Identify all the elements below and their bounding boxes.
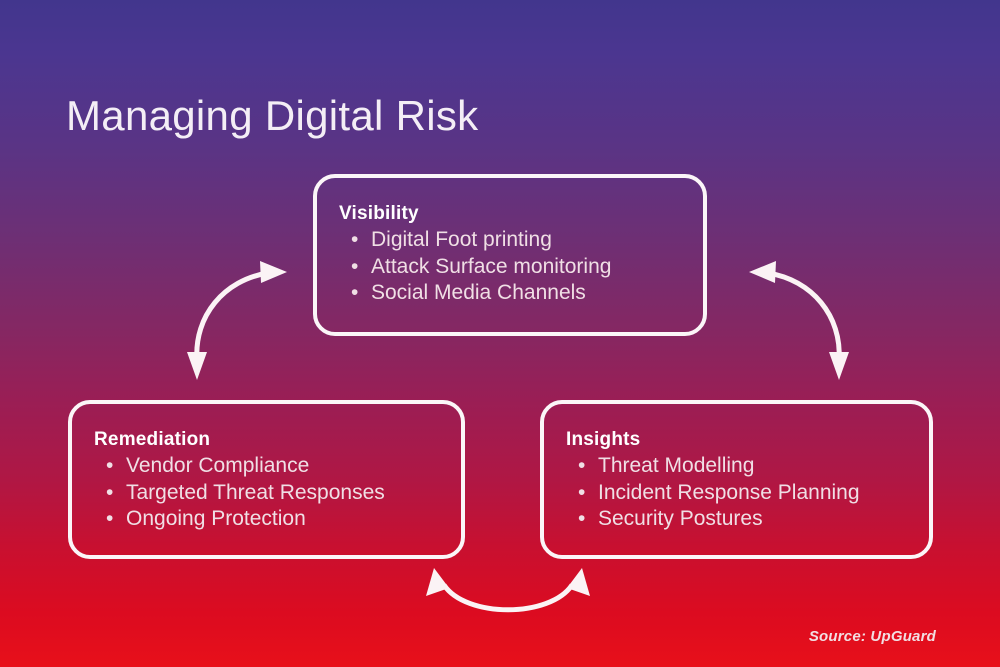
- bullet-icon: •: [106, 480, 114, 504]
- list-item-label: Social Media Channels: [371, 281, 586, 305]
- card-visibility-list: • Digital Foot printing • Attack Surface m…: [339, 227, 681, 307]
- list-item: • Threat Modelling: [566, 453, 907, 480]
- list-item-label: Targeted Threat Responses: [126, 480, 385, 504]
- list-item-label: Vendor Compliance: [126, 453, 310, 477]
- list-item: • Ongoing Protection: [94, 506, 439, 533]
- list-item-label: Threat Modelling: [598, 453, 755, 477]
- card-remediation-heading: Remediation: [94, 429, 211, 450]
- card-visibility-heading: Visibility: [339, 203, 419, 224]
- list-item: • Targeted Threat Responses: [94, 480, 439, 507]
- card-insights: Insights • Threat Modelling • Incident Res…: [540, 400, 933, 559]
- list-item: • Digital Foot printing: [339, 227, 681, 254]
- list-item: • Vendor Compliance: [94, 453, 439, 480]
- list-item: • Social Media Channels: [339, 280, 681, 307]
- list-item: • Attack Surface monitoring: [339, 254, 681, 281]
- list-item-label: Incident Response Planning: [598, 480, 860, 504]
- card-insights-heading: Insights: [566, 429, 641, 450]
- list-item-label: Ongoing Protection: [126, 507, 306, 531]
- bullet-icon: •: [351, 254, 359, 278]
- bullet-icon: •: [351, 227, 359, 251]
- bullet-icon: •: [106, 453, 114, 477]
- card-visibility: Visibility • Digital Foot printing • Attac…: [313, 174, 707, 336]
- list-item: • Incident Response Planning: [566, 480, 907, 507]
- curved-double-arrow-bottom-icon: [426, 568, 590, 613]
- list-item: • Security Postures: [566, 506, 907, 533]
- curved-double-arrow-left-icon: [187, 261, 287, 380]
- list-item-label: Digital Foot printing: [371, 227, 552, 251]
- bullet-icon: •: [351, 281, 359, 305]
- bullet-icon: •: [578, 453, 586, 477]
- page-title: Managing Digital Risk: [66, 92, 479, 140]
- list-item-label: Attack Surface monitoring: [371, 254, 612, 278]
- source-attribution: Source: UpGuard: [808, 628, 936, 645]
- list-item-label: Security Postures: [598, 507, 763, 531]
- bullet-icon: •: [578, 507, 586, 531]
- card-remediation: Remediation • Vendor Compliance • Targeted…: [68, 400, 465, 559]
- curved-double-arrow-right-icon: [749, 261, 849, 380]
- card-insights-list: • Threat Modelling • Incident Response Pla…: [566, 453, 907, 533]
- bullet-icon: •: [106, 507, 114, 531]
- bullet-icon: •: [578, 480, 586, 504]
- card-remediation-list: • Vendor Compliance • Targeted Threat Resp…: [94, 453, 439, 533]
